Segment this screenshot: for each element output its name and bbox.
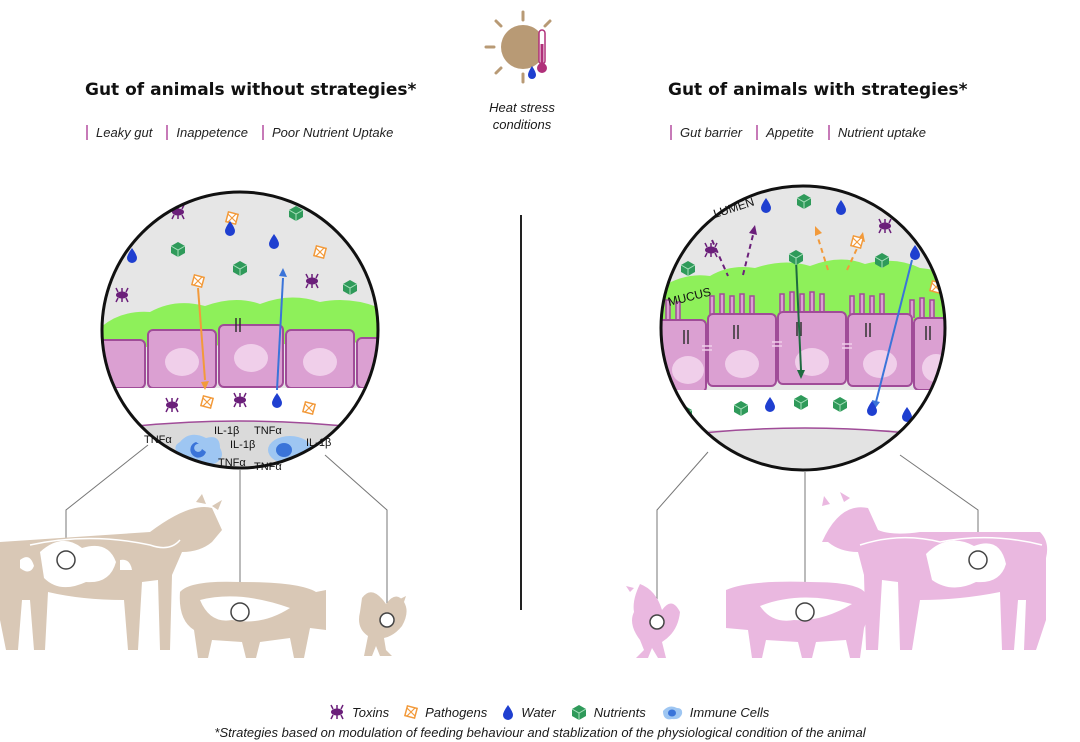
- left-tag-leaky-gut: Leaky gut: [86, 125, 152, 140]
- cow-silhouette-right: [822, 492, 1048, 650]
- right-title: Gut of animals with strategies*: [668, 80, 968, 100]
- right-scene: LUMEN MUCUS: [626, 184, 1048, 658]
- cytokine-label: TNFα: [254, 461, 282, 473]
- center-divider: [520, 215, 522, 610]
- legend: Toxins Pathogens Water Nutrients Immune …: [328, 704, 769, 720]
- right-tag-appetite: Appetite: [756, 125, 814, 140]
- legend-item-pathogens: Pathogens: [403, 704, 487, 720]
- legend-label: Immune Cells: [689, 704, 770, 720]
- chicken-silhouette-right: [626, 584, 680, 658]
- right-gut-circle-border: [659, 184, 947, 472]
- cytokine-label: TNFα: [218, 457, 246, 469]
- cytokine-label: TNFα: [254, 425, 282, 437]
- legend-item-nutrients: Nutrients: [570, 704, 646, 720]
- legend-item-immune-cells: Immune Cells: [660, 704, 769, 720]
- heat-stress-icon: [484, 10, 552, 84]
- legend-label: Nutrients: [593, 704, 646, 720]
- cow-silhouette-left: [0, 494, 222, 650]
- legend-label: Toxins: [352, 704, 390, 720]
- footnote: *Strategies based on modulation of feedi…: [214, 725, 866, 740]
- left-scene: TNFα IL-1β TNFα IL-1β TNFα TNFα IL-1β: [0, 190, 407, 658]
- left-tag-poor-nutrient-uptake: Poor Nutrient Uptake: [261, 125, 393, 140]
- cytokine-label: IL-1β: [306, 437, 331, 449]
- legend-item-water: Water: [501, 704, 556, 720]
- right-tags: Gut barrier Appetite Nutrient uptake: [670, 125, 926, 140]
- left-tag-inappetence: Inappetence: [166, 125, 248, 140]
- water-drop-icon: [503, 705, 514, 720]
- right-gut-cross-section: [661, 186, 945, 470]
- left-gut-circle-border: [100, 190, 380, 470]
- cytokine-label: TNFα: [144, 434, 172, 446]
- immune-cell-icon: [662, 706, 682, 720]
- nutrient-cube-icon: [571, 705, 586, 720]
- pig-silhouette-right: [726, 581, 869, 658]
- legend-label: Water: [521, 704, 556, 720]
- toxin-icon: [330, 704, 344, 720]
- right-tag-nutrient-uptake: Nutrient uptake: [827, 125, 926, 140]
- left-tags: Leaky gut Inappetence Poor Nutrient Upta…: [86, 125, 393, 140]
- heat-stress-label: Heat stress conditions: [462, 99, 582, 133]
- legend-item-toxins: Toxins: [328, 704, 389, 720]
- left-title: Gut of animals without strategies*: [85, 80, 417, 100]
- pig-silhouette-left: [179, 581, 326, 658]
- left-gut-cross-section: [102, 192, 378, 468]
- legend-label: Pathogens: [425, 704, 488, 720]
- heat-line-1: Heat stress: [489, 100, 555, 115]
- cytokine-label: IL-1β: [214, 425, 239, 437]
- chicken-silhouette-left: [359, 592, 407, 656]
- right-tag-gut-barrier: Gut barrier: [670, 125, 742, 140]
- pathogen-icon: [404, 704, 419, 720]
- cytokine-label: IL-1β: [230, 439, 255, 451]
- heat-line-2: conditions: [492, 117, 552, 132]
